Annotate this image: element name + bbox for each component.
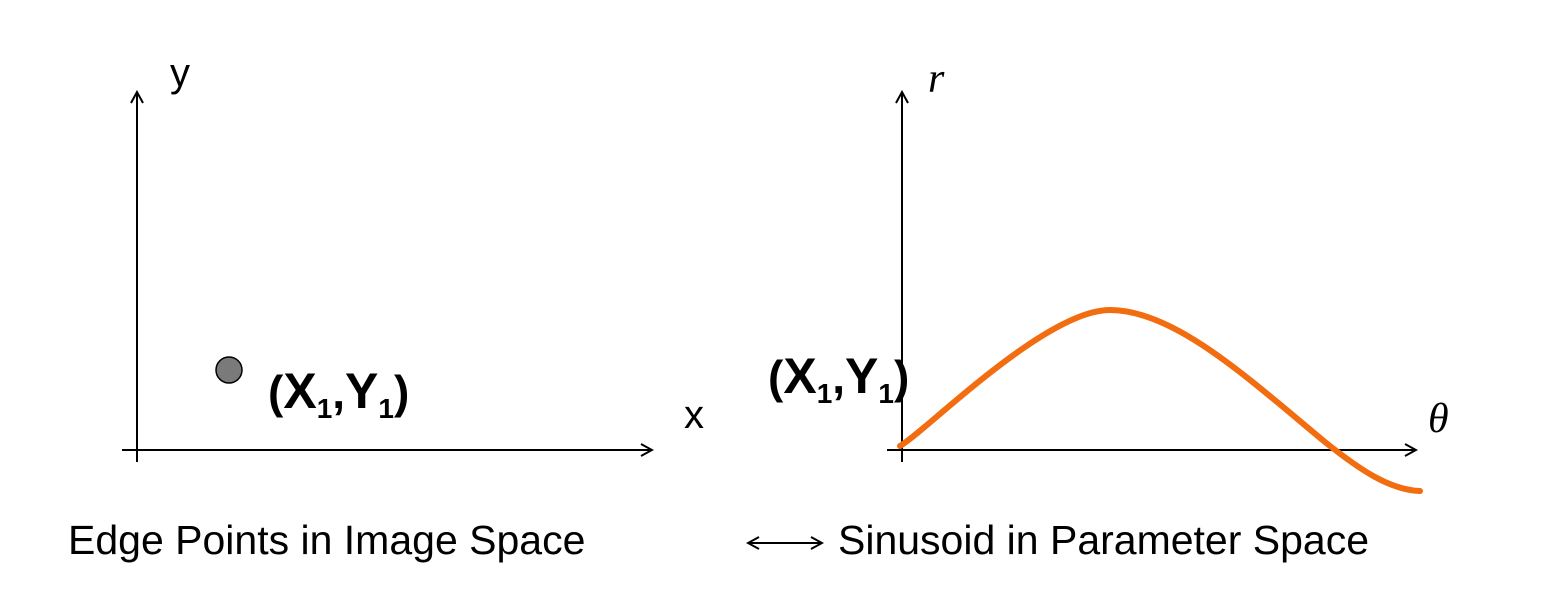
point-label-open-paren: ( — [268, 366, 284, 418]
param-theta-axis-label: θ — [1428, 396, 1449, 442]
point-label-separator: , — [332, 366, 345, 418]
point-label-x-subscript: 1 — [817, 378, 833, 409]
point-label-y-subscript: 1 — [878, 378, 894, 409]
sinusoid-curve — [897, 306, 1423, 494]
image-space-caption: Edge Points in Image Space — [68, 517, 585, 563]
point-label-y-subscript: 1 — [378, 393, 394, 424]
point-label-x-letter: X — [783, 348, 816, 404]
point-label-close-paren: ) — [394, 366, 409, 418]
point-label-y-letter: Y — [345, 363, 378, 419]
point-label-y-letter: Y — [845, 348, 878, 404]
parameter-space-caption: Sinusoid in Parameter Space — [838, 517, 1369, 563]
image-point-label: (X1,Y1) — [268, 363, 409, 424]
image-space-panel: y x (X1,Y1) Edge Points in Image Space — [68, 51, 704, 563]
point-label-close-paren: ) — [894, 351, 909, 403]
edge-point-marker — [215, 356, 243, 384]
param-r-axis-label: r — [928, 56, 945, 102]
image-x-axis-label: x — [684, 393, 704, 437]
point-label-x-letter: X — [283, 363, 316, 419]
point-label-x-subscript: 1 — [317, 393, 333, 424]
param-point-label: (X1,Y1) — [768, 348, 909, 409]
point-label-open-paren: ( — [768, 351, 784, 403]
parameter-space-panel: r θ (X1,Y1) Sinusoid in Parameter Space — [768, 56, 1449, 563]
image-y-axis-label: y — [170, 51, 190, 95]
point-label-separator: , — [832, 351, 845, 403]
